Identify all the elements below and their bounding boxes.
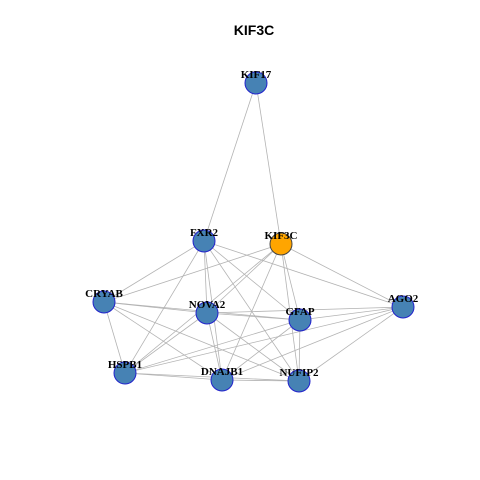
node-label-cryab: CRYAB [85,288,123,300]
edge-nova2-gfap [206,312,301,321]
graph-title: KIF3C [234,22,274,38]
node-kif3c[interactable] [269,232,293,256]
node-label-gfap: GFAP [285,306,314,318]
edge-kif17-kif3c [255,82,282,245]
edge-kif3c-nufip2 [280,243,300,382]
edge-fxr2-ago2 [203,240,404,308]
edge-kif3c-ago2 [280,243,404,308]
node-hspb1[interactable] [113,361,137,385]
node-ago2[interactable] [391,295,415,319]
node-label-fxr2: FXR2 [190,227,219,239]
node-label-kif3c: KIF3C [265,230,298,242]
node-label-nufip2: NUFIP2 [279,367,319,379]
edge-fxr2-cryab [103,240,205,303]
edge-kif3c-cryab [103,243,282,303]
edge-ago2-dnajb1 [221,306,404,381]
edge-cryab-dnajb1 [103,301,223,381]
edge-kif17-fxr2 [203,82,257,242]
node-label-hspb1: HSPB1 [108,359,142,371]
node-dnajb1[interactable] [210,368,234,392]
edge-fxr2-hspb1 [124,240,205,374]
node-label-kif17: KIF17 [241,69,272,81]
edge-hspb1-dnajb1 [124,372,223,381]
node-fxr2[interactable] [192,229,216,253]
edge-ago2-nufip2 [298,306,404,382]
nodes-layer [92,71,415,393]
node-cryab[interactable] [92,290,116,314]
edge-kif3c-nova2 [206,243,282,314]
edges-layer [103,82,404,382]
edge-cryab-hspb1 [103,301,126,374]
node-label-dnajb1: DNAJB1 [201,366,243,378]
edge-nova2-hspb1 [124,312,208,374]
edge-dnajb1-nufip2 [221,379,300,382]
edge-gfap-hspb1 [124,319,301,374]
edge-fxr2-nova2 [203,240,208,314]
node-kif17[interactable] [244,71,268,95]
node-nufip2[interactable] [287,369,311,393]
node-nova2[interactable] [195,301,219,325]
edge-fxr2-gfap [203,240,301,321]
node-label-nova2: NOVA2 [189,299,226,311]
edge-gfap-ago2 [299,306,404,321]
node-label-ago2: AGO2 [388,293,419,305]
edge-cryab-nufip2 [103,301,300,382]
edge-ago2-hspb1 [124,306,404,374]
edge-nova2-nufip2 [206,312,300,382]
node-gfap[interactable] [288,308,312,332]
edge-gfap-dnajb1 [221,319,301,381]
edge-kif3c-gfap [280,243,301,321]
